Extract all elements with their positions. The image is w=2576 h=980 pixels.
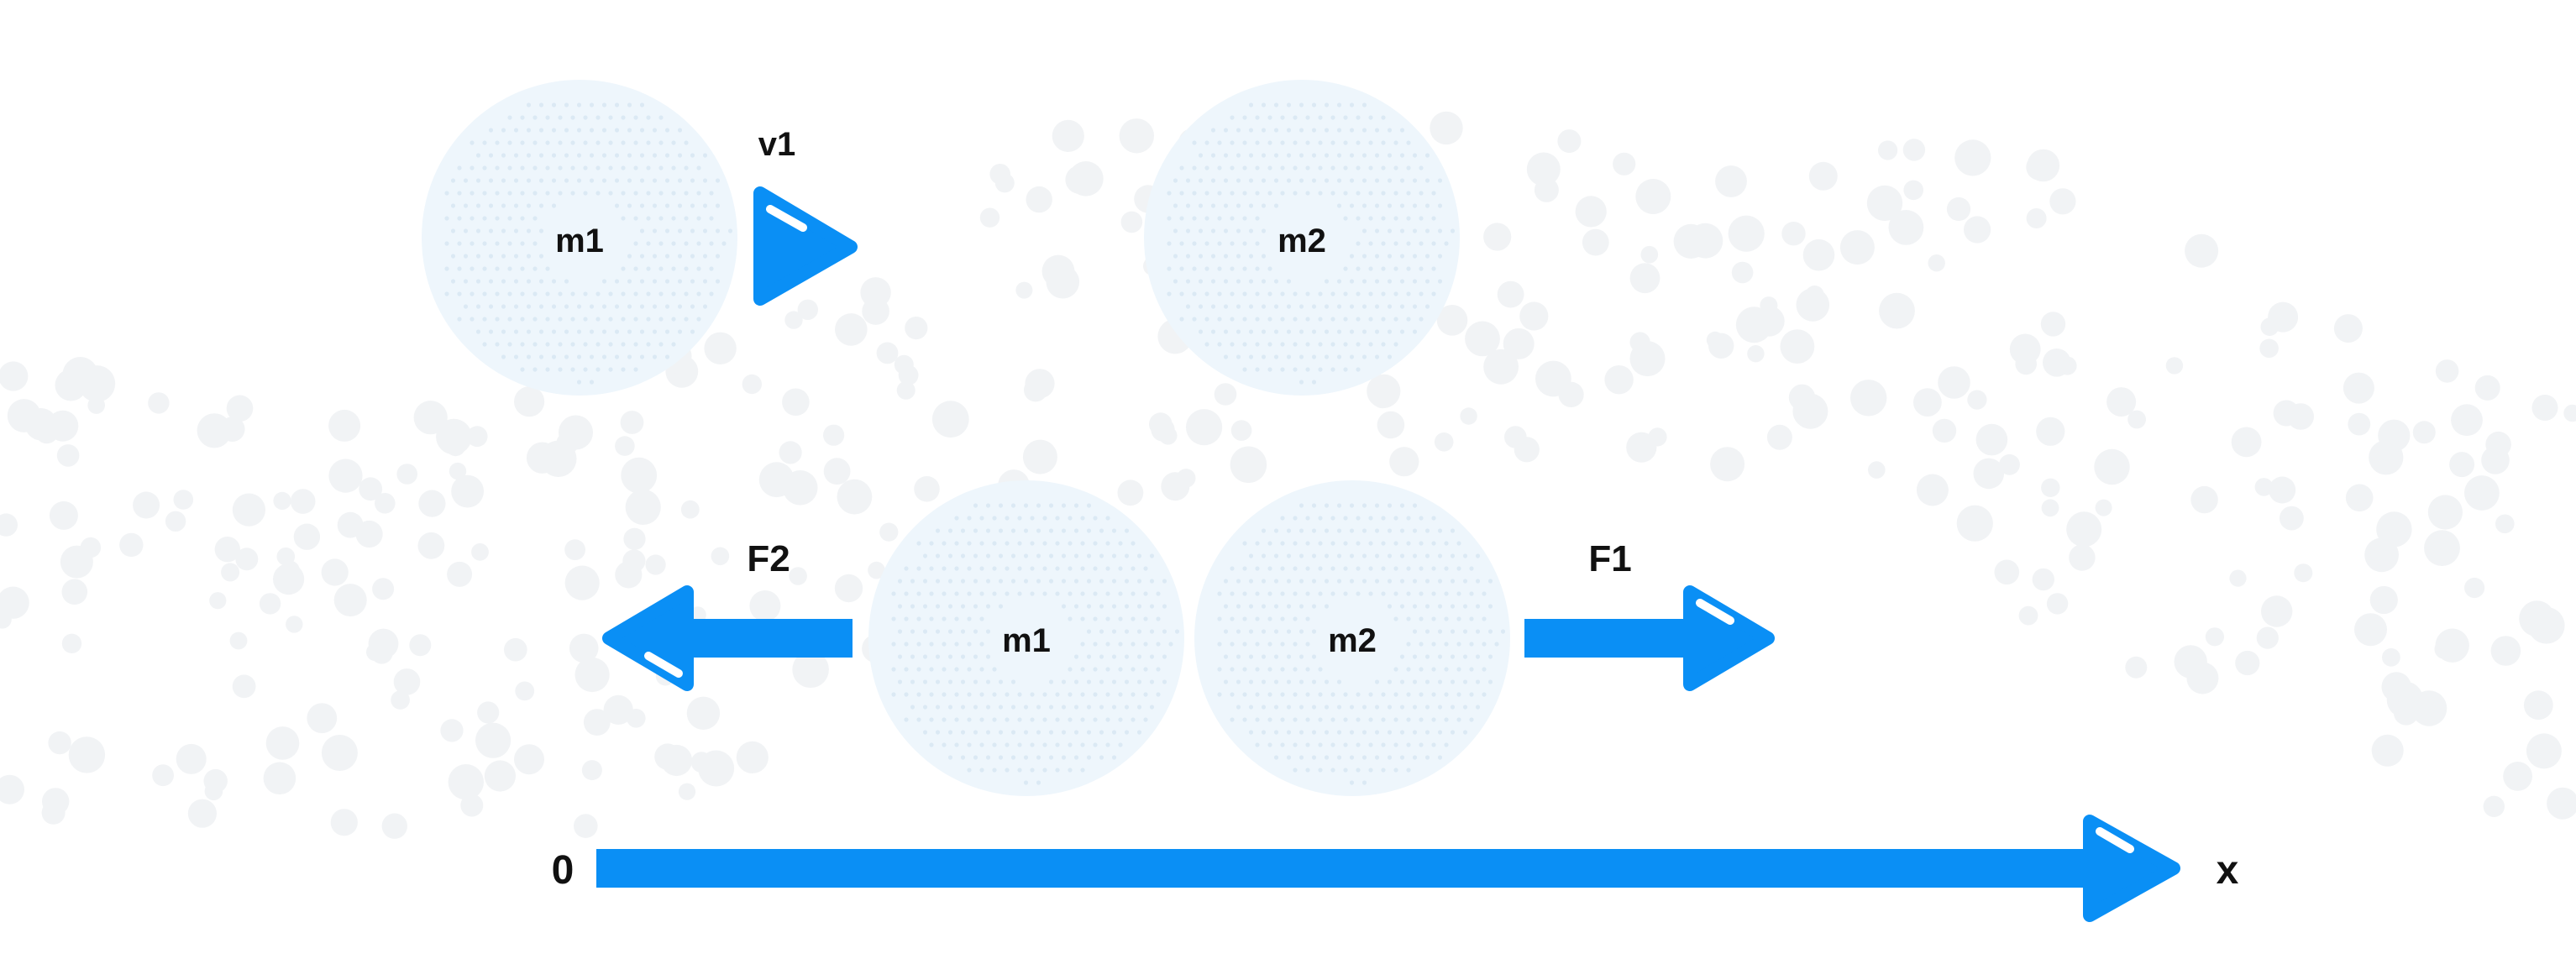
ball-m1-bottom-body [868,480,1184,796]
ball-m1-top-label: m1 [555,223,604,259]
velocity-arrow-icon [753,186,858,306]
ball-m1-bottom: m1 [868,480,1184,796]
ball-m1-bottom-label: m1 [1002,622,1051,659]
ball-m1-top-body [422,80,737,396]
ball-dot-texture [1217,503,1506,785]
ball-m1-top: m1 [422,80,737,396]
force-f1-label: F1 [1588,538,1631,579]
ball-m2-top-label: m2 [1278,223,1326,259]
ball-dot-texture [1167,102,1456,385]
force-f1-arrow-icon [1524,585,1775,691]
axis-end-label: x [2217,848,2239,893]
velocity-label: v1 [758,126,796,163]
force-f2-label: F2 [747,538,790,579]
force-f2-arrow-icon [602,585,853,691]
ball-m2-bottom: m2 [1194,480,1510,796]
ball-m2-top-body [1144,80,1460,396]
ball-m2-top: m2 [1144,80,1460,396]
x-axis-arrow-icon [596,815,2180,922]
ball-dot-texture [891,503,1180,785]
ball-dot-texture [444,102,733,385]
ball-m2-bottom-body [1194,480,1510,796]
ball-m2-bottom-label: m2 [1328,622,1377,659]
axis-origin-label: 0 [552,848,574,893]
